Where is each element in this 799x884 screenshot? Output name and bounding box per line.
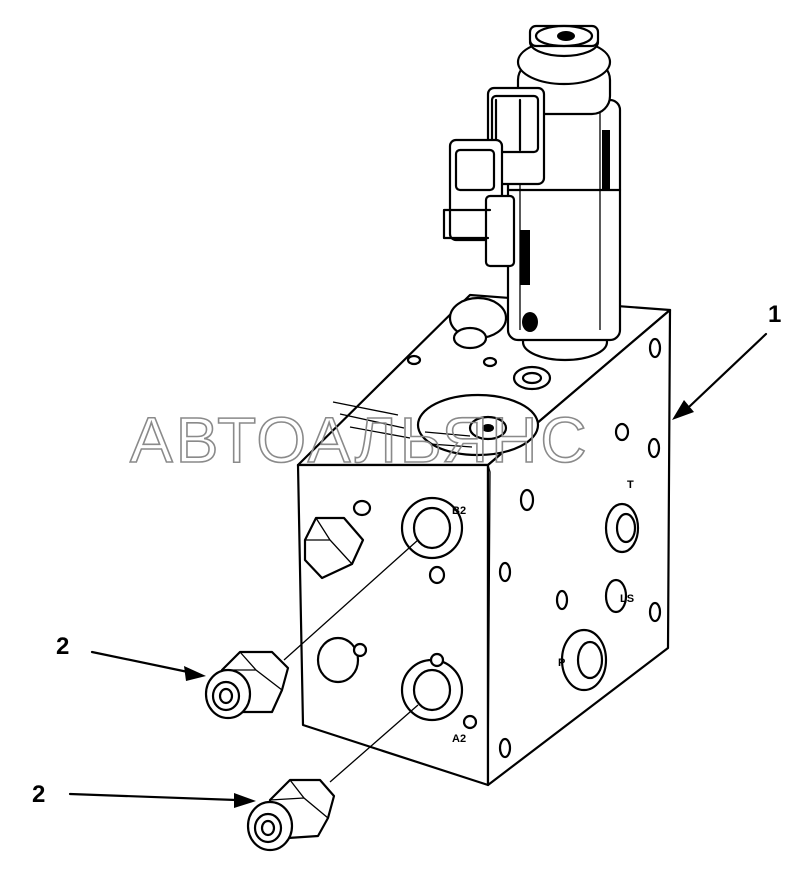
solenoid-connector: [442, 86, 546, 268]
manifold-block: [296, 293, 672, 787]
assembly-line-upper: [283, 539, 419, 661]
assembly-line-lower: [329, 704, 419, 783]
callout-2-lower: 2: [32, 781, 256, 808]
port-label-a2: A2: [452, 733, 466, 745]
port-ls: [604, 578, 628, 614]
callout-label-2-upper: 2: [56, 633, 69, 660]
callout-1: 1: [672, 301, 781, 420]
callout-label-1: 1: [768, 301, 781, 328]
fitting-lower: [246, 778, 336, 852]
front-bore: [316, 636, 360, 684]
watermark: АВТОАЛЬЯНС: [130, 404, 590, 476]
port-label-t: T: [627, 479, 634, 491]
fitting-upper: [204, 650, 290, 720]
callout-label-2-lower: 2: [32, 781, 45, 808]
callout-2-upper: 2: [56, 633, 206, 681]
solenoid-coil: [506, 24, 622, 362]
port-label-ls: LS: [620, 593, 634, 605]
port-label-p: P: [558, 657, 565, 669]
front-hex-plug: [303, 516, 365, 580]
port-label-b2: B2: [452, 505, 466, 517]
